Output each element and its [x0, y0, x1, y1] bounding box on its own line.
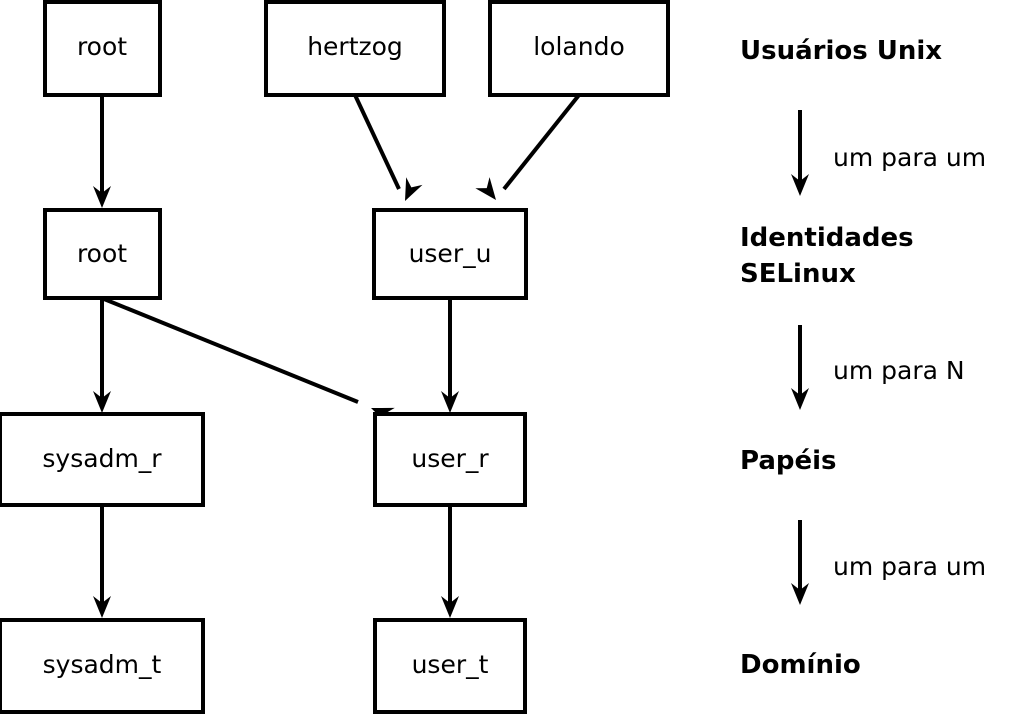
node-role-user-r[interactable]: user_r	[373, 412, 527, 507]
edge-identity-root-to-sysadm-r	[93, 298, 111, 413]
node-identity-user-u[interactable]: user_u	[372, 208, 528, 300]
legend-arrow-users-to-identities	[791, 110, 809, 196]
node-role-sysadm-r-label: sysadm_r	[42, 444, 162, 473]
node-domain-user-t-label: user_t	[412, 650, 489, 679]
edge-hertzog-to-user-u	[353, 94, 423, 205]
edge-sysadm-r-to-sysadm-t	[93, 505, 111, 618]
legend-tier-roles: Papéis	[740, 446, 837, 476]
legend-relation-roles-domains: um para um	[833, 552, 986, 581]
node-domain-sysadm-t[interactable]: sysadm_t	[0, 618, 205, 714]
edge-lolando-to-user-u	[475, 93, 581, 206]
edge-identity-root-to-user-r	[103, 297, 395, 425]
legend-tier-domains: Domínio	[740, 650, 861, 680]
node-unix-hertzog-label: hertzog	[307, 32, 403, 61]
legend-relation-identities-roles: um para N	[833, 356, 965, 385]
node-identity-root-label: root	[77, 239, 127, 268]
legend-tier-identities-line1: Identidades	[740, 223, 914, 253]
edge-user-r-to-user-t	[441, 505, 459, 618]
legend-arrow-identities-to-roles	[791, 325, 809, 410]
node-unix-root[interactable]: root	[43, 0, 162, 97]
legend-tier-identities-line2: SELinux	[740, 259, 856, 289]
legend-arrow-roles-to-domains	[791, 520, 809, 605]
edge-user-u-to-user-r	[441, 298, 459, 413]
node-unix-hertzog[interactable]: hertzog	[264, 0, 446, 97]
node-unix-lolando-label: lolando	[533, 32, 625, 61]
node-identity-root[interactable]: root	[43, 208, 162, 300]
node-role-user-r-label: user_r	[411, 444, 489, 473]
node-identity-user-u-label: user_u	[409, 239, 492, 268]
legend-tier-unix-users: Usuários Unix	[740, 36, 942, 66]
node-domain-sysadm-t-label: sysadm_t	[43, 650, 162, 679]
legend-relation-users-identities: um para um	[833, 143, 986, 172]
node-domain-user-t[interactable]: user_t	[373, 618, 527, 714]
node-role-sysadm-r[interactable]: sysadm_r	[0, 412, 205, 507]
node-unix-lolando[interactable]: lolando	[488, 0, 670, 97]
node-unix-root-label: root	[77, 32, 127, 61]
edge-unix-root-to-identity-root	[93, 95, 111, 208]
